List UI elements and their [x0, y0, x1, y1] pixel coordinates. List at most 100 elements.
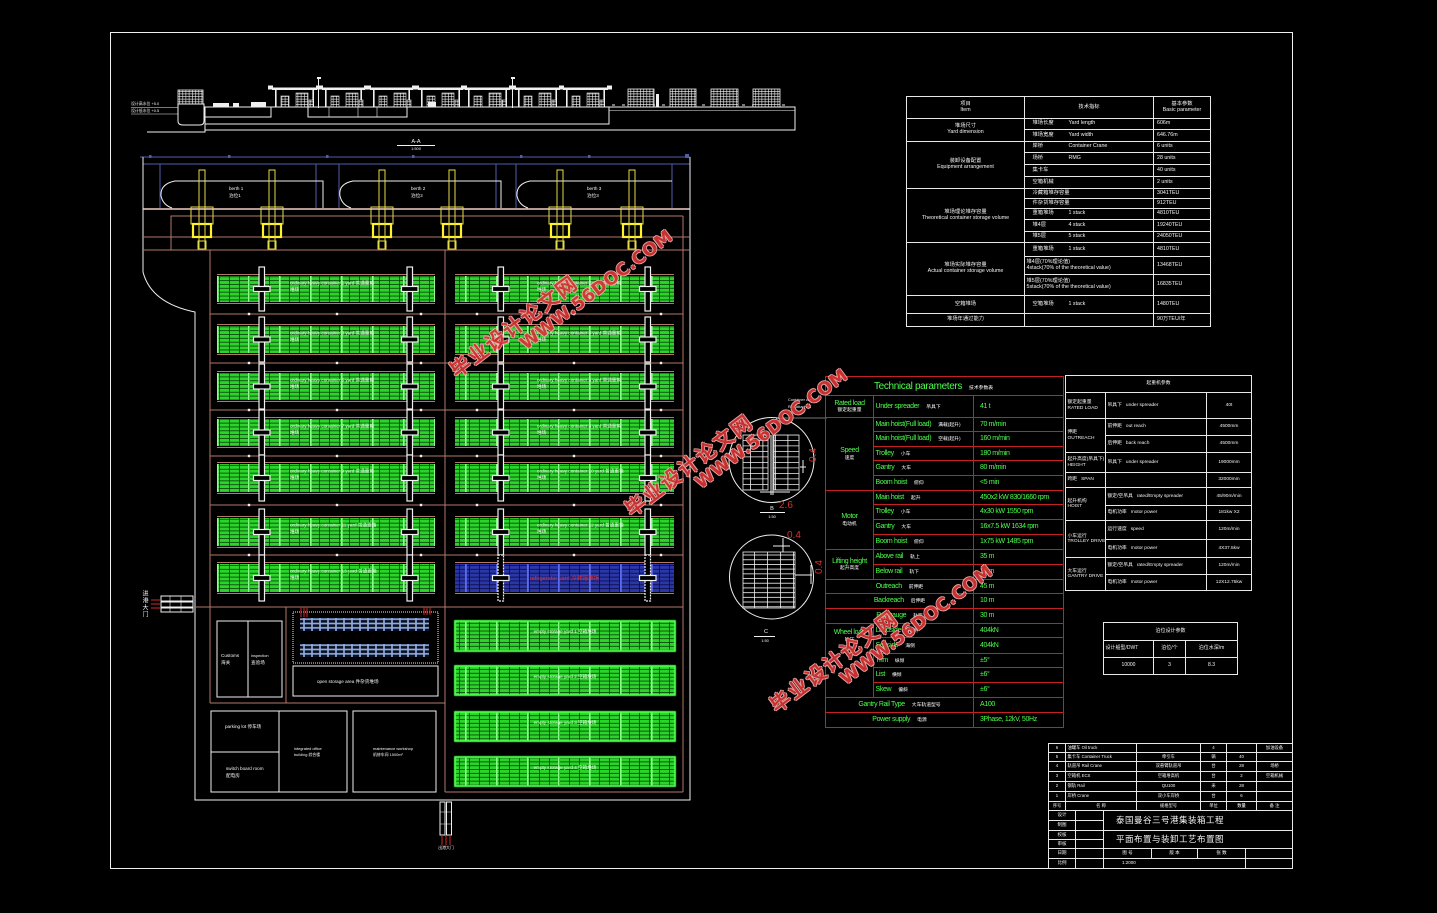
param-cn: 电机功率 — [1107, 510, 1127, 516]
param-name: 堆4层(70%理论值)4stack(70% of the theoretical… — [1024, 256, 1154, 275]
param-cn: 重箱堆场 — [1032, 210, 1054, 217]
table-title: 起重机参数 — [1064, 375, 1253, 393]
title-block: 设计 泰国曼谷三号港集装箱工程 制图 校核 平面布置与装卸工艺布置图 审核 日期… — [1048, 810, 1294, 869]
inspection-label-cn: 查验场 — [251, 659, 265, 666]
param-cn: 堆4层(70%理论值) — [1026, 258, 1071, 265]
param-en: 5stack(70% of the theoretical value) — [1026, 284, 1111, 290]
container-stack-elevation — [599, 99, 605, 108]
crane-trolley — [252, 528, 271, 536]
part-no: 2 — [1048, 781, 1066, 792]
maintenance-workshop — [352, 710, 437, 793]
detail-b-label: B — [770, 506, 774, 512]
param-cn: 吊具下 — [1107, 402, 1122, 408]
light-pole-marker — [419, 408, 423, 412]
bay-lines — [455, 564, 674, 592]
crane-machinery-house — [549, 222, 571, 239]
param-value: 90万TEU/年 — [1153, 313, 1211, 327]
yard-block-label: ordinary heavy container 9 yard 普通重箱 — [290, 468, 374, 475]
support-facilities: Customs 海关 inspection 查验场 open storage a… — [210, 607, 439, 793]
group-annual-throughput: 堆场年通过能力 — [906, 313, 1025, 327]
light-pole-marker — [572, 408, 576, 412]
gate-booth-lines — [169, 596, 182, 612]
detail-c-top-dimension: 0.4 — [787, 530, 801, 541]
param-value: 912TEU — [1153, 198, 1211, 209]
param-name — [1105, 472, 1207, 488]
param-cn: 空载(起升) — [938, 437, 961, 443]
part-spec: 双悬臂轨道吊 — [1136, 761, 1201, 772]
group-cn: 堆场实际堆存容量 — [944, 262, 987, 269]
crane-trolley — [252, 574, 271, 582]
detail-b-bottom-dimension: 2.6 — [779, 500, 793, 511]
param-en: Under spreader — [875, 402, 920, 410]
part-name: 轨道吊 Rail Crane — [1065, 761, 1137, 772]
param-cn: 件杂货堆存容量 — [1032, 199, 1070, 206]
param-en: Yard length — [1068, 120, 1096, 127]
param-cn: 轨下 — [909, 570, 919, 576]
light-pole-marker — [419, 503, 423, 507]
param-cn: 冷藏箱堆存容量 — [1032, 189, 1070, 196]
param-cn: 轨距 — [913, 614, 923, 620]
param-cn: 前伸距 — [1107, 424, 1122, 430]
reefer-yard-block: refrigerator yard 冷藏箱堆场 — [455, 554, 674, 602]
detail-callout-line2: Rail Attached — [788, 404, 811, 409]
gate-barrier-marks — [300, 607, 308, 617]
param-cn: 堆场长度 — [1032, 120, 1054, 127]
meta-value — [1244, 858, 1294, 869]
berth-1-label: berth 1 — [229, 186, 244, 191]
light-pole-marker — [659, 361, 663, 365]
param-name: 堆5层(70%理论值)5stack(70% of the theoretical… — [1024, 274, 1154, 296]
dimension-line — [773, 538, 790, 552]
column-header: 泊位水深/m — [1184, 640, 1239, 658]
part-unit: 台 — [1200, 771, 1227, 782]
part-remark: 空箱机械 — [1256, 771, 1293, 782]
param-value: 40t — [1205, 392, 1253, 419]
part-qty: 40 — [1226, 752, 1257, 762]
dimension-tick — [588, 155, 591, 158]
yard-block-label: ordinary heavy container 6 yard 普通重箱 — [537, 377, 621, 384]
group-cn: 额定起重量 — [1067, 400, 1092, 406]
group-en: GANTRY DRIVE — [1067, 574, 1104, 579]
param-value: ±6° — [973, 667, 1064, 683]
gantry-leg — [566, 90, 568, 107]
light-pole-marker — [247, 408, 251, 412]
param-en: Below rail — [875, 568, 903, 576]
crane-trolley — [400, 383, 419, 390]
param-cn: 俯仰 — [914, 540, 924, 546]
light-pole-marker — [419, 454, 423, 458]
group-en: HEIGHT — [1067, 462, 1086, 468]
container-stack-elevation — [378, 95, 388, 108]
dimension-tick — [685, 154, 689, 158]
group-en: Wheel load — [833, 629, 866, 636]
yard-block-sublabel: 堆场 — [290, 574, 300, 581]
crane-backreach — [267, 240, 277, 250]
light-pole-marker — [572, 454, 576, 458]
group-cn: 伸距 — [1067, 430, 1078, 436]
detail-b: Container crane Rail Attached 0.4 2.6 B … — [728, 397, 827, 519]
param-cn: 横倾 — [892, 673, 902, 679]
bay-lines — [455, 276, 674, 302]
bay-lines — [455, 373, 674, 400]
part-spec: 牵引车 — [1136, 752, 1201, 762]
param-en: back reach — [1125, 441, 1150, 447]
light-pole-marker — [659, 503, 663, 507]
container-stack-elevation — [501, 99, 507, 108]
part-no: 6 — [1048, 743, 1066, 753]
berth-3-ship-outline — [516, 180, 672, 209]
yard-block-sublabel: 堆场 — [537, 528, 547, 535]
param-en: Skew — [875, 686, 892, 694]
parts-row: 3 空箱机 ECS 空箱堆高机 台 2 空箱机械 — [1048, 771, 1293, 782]
group-cn: 电动机 — [842, 521, 857, 527]
project-name: 泰国曼谷三号港集装箱工程 — [1102, 810, 1294, 831]
param-cn: 大车 — [901, 525, 912, 531]
param-value: 3Phase, 12kV, 50Hz — [973, 712, 1064, 728]
bay-lines — [455, 464, 674, 492]
